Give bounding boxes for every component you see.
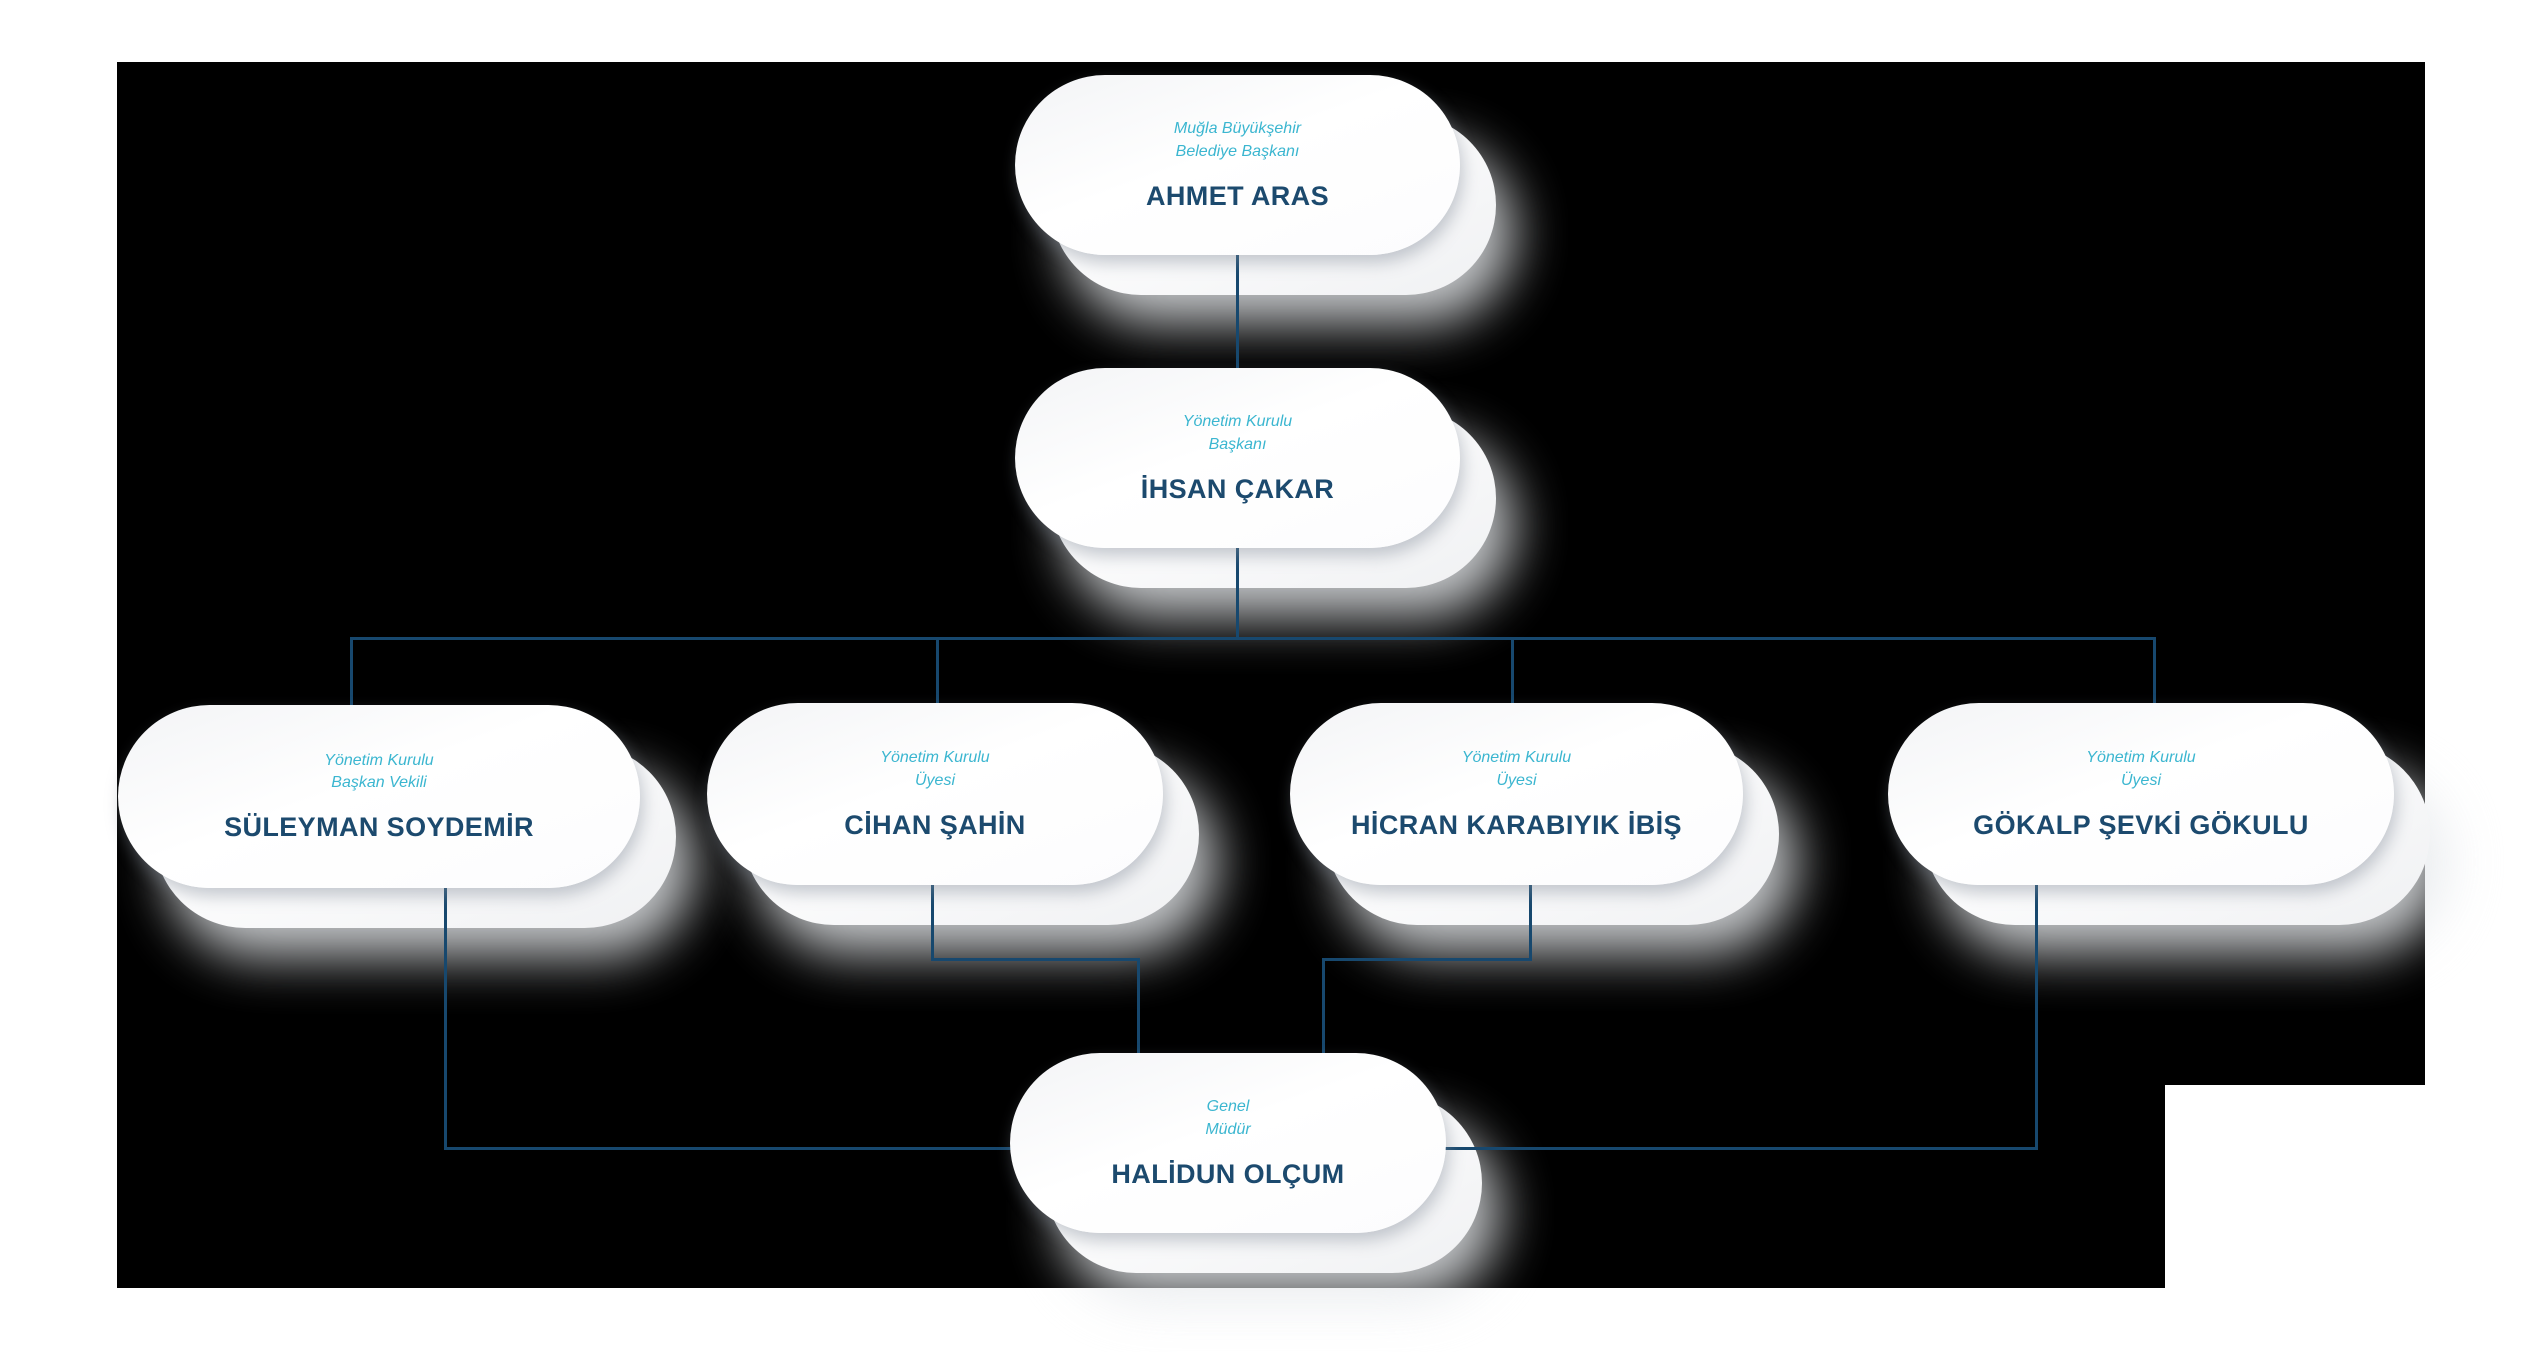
connector-line (1444, 1147, 2038, 1150)
connector-line (2153, 640, 2156, 706)
connector-line (444, 1147, 1014, 1150)
panel-corner-notch (2165, 1085, 2425, 1288)
connector-line (2035, 885, 2038, 1150)
connector-line (1236, 548, 1239, 640)
connector-line (1529, 885, 1532, 961)
connector-line (1322, 958, 1532, 961)
connector-line (444, 888, 447, 1150)
node-person-name: AHMET ARAS (1146, 180, 1329, 211)
connector-line (350, 637, 2156, 640)
connector-line (936, 640, 939, 706)
connector-line (350, 640, 353, 708)
connector-line (1322, 958, 1325, 1056)
connector-line (931, 885, 934, 961)
node-person-name: SÜLEYMAN SOYDEMİR (224, 812, 534, 843)
node-person-name: HİCRAN KARABIYIK İBİŞ (1351, 809, 1682, 840)
connector-line (931, 958, 1140, 961)
connector-line (1236, 255, 1239, 371)
connector-line (1137, 958, 1140, 1056)
node-person-name: HALİDUN OLÇUM (1111, 1158, 1345, 1189)
node-person-name: CİHAN ŞAHİN (844, 809, 1026, 840)
node-person-name: İHSAN ÇAKAR (1140, 473, 1335, 504)
node-person-name: GÖKALP ŞEVKİ GÖKULU (1973, 809, 2309, 840)
connector-line (1511, 640, 1514, 706)
